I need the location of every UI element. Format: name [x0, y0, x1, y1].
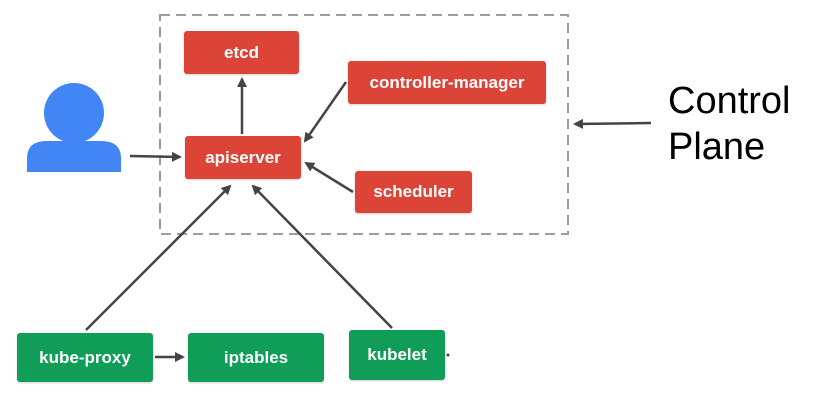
- kubelet-label: kubelet: [367, 345, 427, 364]
- controller-manager-box[interactable]: controller-manager: [348, 61, 546, 104]
- iptables-label: iptables: [223, 347, 289, 367]
- apiserver-label: apiserver: [205, 147, 281, 167]
- arrow-user-to-apiserver: [129, 151, 182, 162]
- control-plane-boundary: [159, 14, 569, 235]
- scheduler-label: scheduler: [373, 182, 454, 201]
- etcd-box[interactable]: etcd: [184, 31, 299, 74]
- arrow-kubelet-to-apiserver: [251, 184, 393, 329]
- arrow-scheduler-to-apiserver: [304, 161, 354, 194]
- kube-proxy-label: kube-proxy: [39, 347, 131, 367]
- arrow-controller-manager-to-apiserver: [303, 81, 348, 143]
- control-plane-label-line-1: Control: [668, 80, 791, 122]
- control-plane-label-line-2: Plane: [668, 126, 766, 168]
- controller-manager-label: controller-manager: [369, 72, 525, 92]
- kube-proxy-box[interactable]: kube-proxy: [17, 333, 153, 382]
- control-plane-label: Control Plane: [668, 78, 791, 170]
- apiserver-box[interactable]: apiserver: [185, 136, 301, 179]
- kubelet-box[interactable]: kubelet: [349, 330, 445, 380]
- user-icon: [27, 83, 121, 172]
- arrow-kube-proxy-to-apiserver: [85, 184, 232, 331]
- etcd-label: etcd: [224, 42, 259, 62]
- scheduler-box[interactable]: scheduler: [355, 171, 472, 213]
- kubelet-marker-dot: [446, 353, 450, 357]
- arrow-control-plane-pointer: [573, 118, 652, 129]
- iptables-box[interactable]: iptables: [188, 333, 324, 382]
